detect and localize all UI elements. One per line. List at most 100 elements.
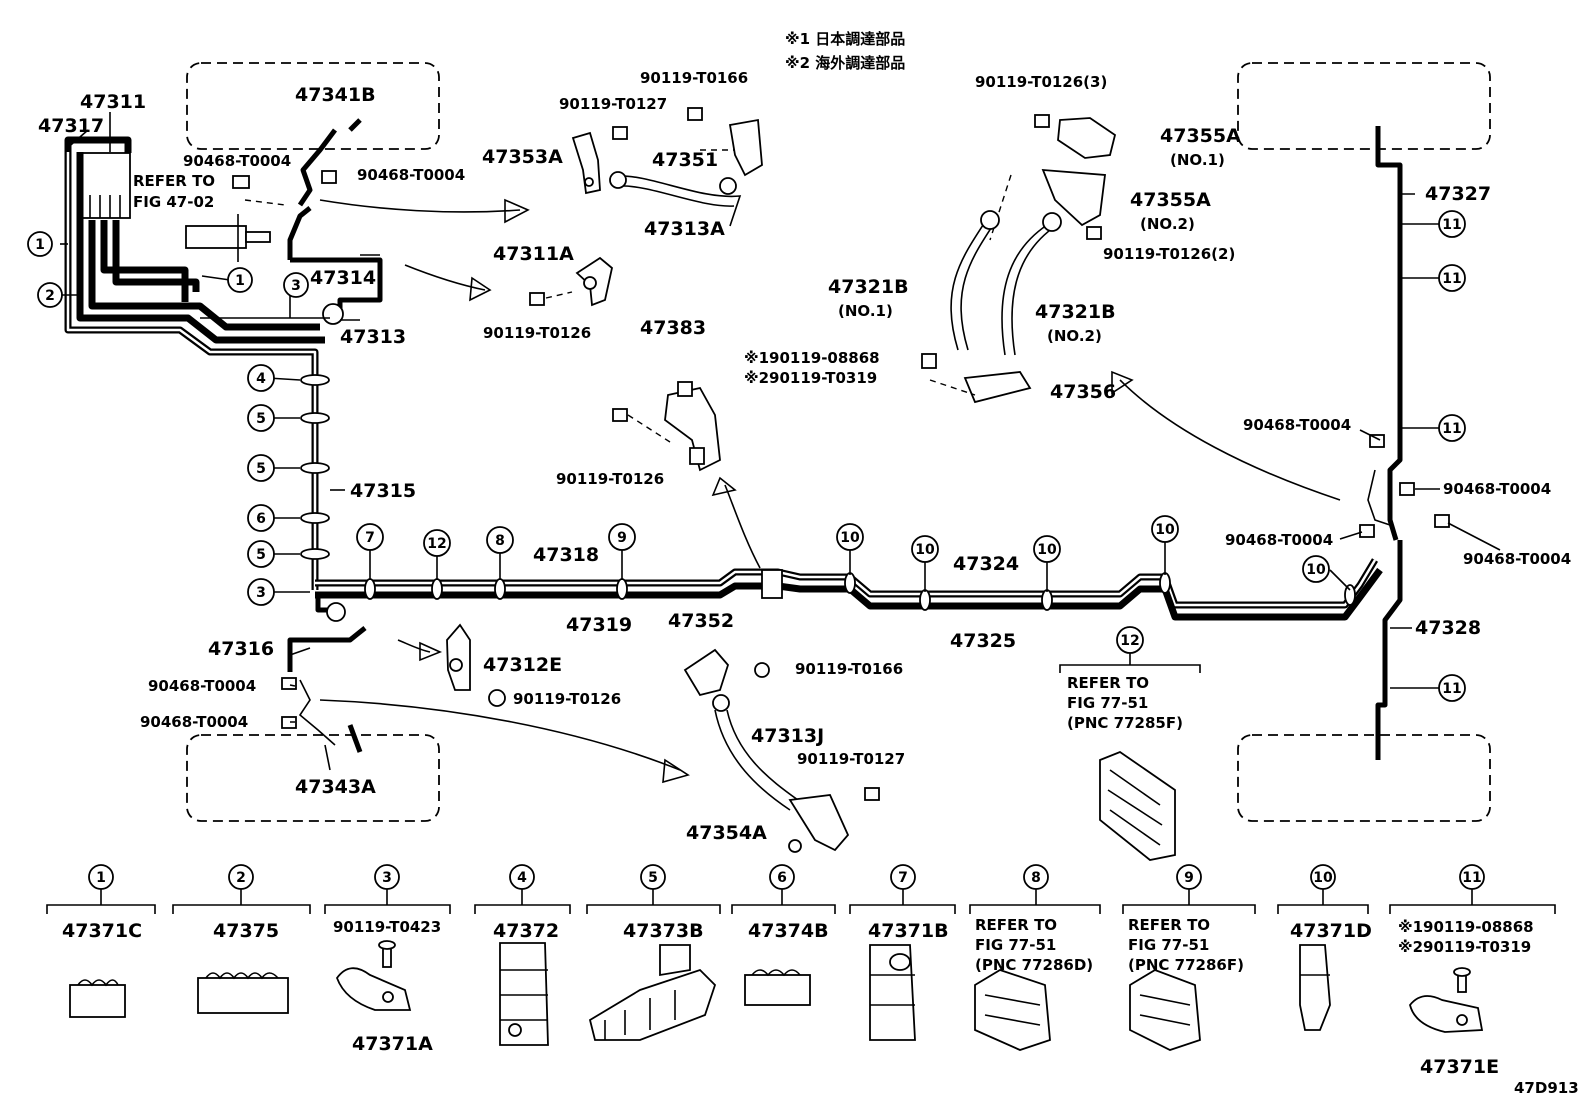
legend-label-47372: 47372 [493, 920, 559, 942]
bubble-4: 4 [247, 364, 275, 392]
bubble-3b: 3 [247, 578, 275, 606]
label-47356: 47356 [1050, 381, 1116, 403]
legend-label-47371B: 47371B [868, 920, 949, 942]
label-47313J: 47313J [751, 725, 824, 747]
label-47319: 47319 [566, 614, 632, 636]
svg-text:11: 11 [1442, 217, 1461, 233]
label-90119-T0126-a: 90119-T0126 [483, 324, 591, 342]
label-47312E: 47312E [483, 654, 562, 676]
legend-label-47373B: 47373B [623, 920, 704, 942]
svg-text:7: 7 [365, 530, 375, 546]
legend-clamp-47371E [1409, 967, 1484, 1033]
label-47355A-2: 47355A [1130, 189, 1211, 211]
part-labels: ※1 日本調達部品 ※2 海外調達部品 47311 47317 47341B R… [38, 30, 1579, 1097]
legend-clip-77286D [974, 969, 1051, 1051]
legend-clip-47371B [869, 944, 916, 1041]
front-left-wheel-box [186, 62, 440, 150]
bubble-5b: 5 [247, 454, 275, 482]
bubble-10c: 10 [1033, 535, 1061, 563]
rear-bracket-group [446, 623, 880, 853]
bubble-10b: 10 [911, 535, 939, 563]
legend-clip-47373B [588, 944, 717, 1041]
legend-brackets [46, 652, 1556, 914]
legend-label-47374B: 47374B [748, 920, 829, 942]
label-47321B-1: 47321B [828, 276, 909, 298]
svg-text:1: 1 [96, 870, 106, 886]
master-cylinder-assembly [79, 152, 271, 262]
label-47311A: 47311A [493, 243, 574, 265]
bubble-11c: 11 [1438, 414, 1466, 442]
bubble-3a: 3 [283, 272, 309, 298]
clips-on-right-lines [1359, 434, 1450, 538]
svg-text:9: 9 [617, 530, 627, 546]
bubble-10a: 10 [836, 523, 864, 551]
rear-flex-hoses [921, 114, 1117, 404]
direction-arrows [319, 198, 1341, 784]
legend-parts [69, 940, 1484, 1051]
svg-text:9: 9 [1184, 870, 1194, 886]
svg-text:10: 10 [840, 530, 860, 546]
label-pnc-77285F: (PNC 77285F) [1067, 714, 1183, 732]
legend-bubble-6: 6 [769, 864, 795, 890]
legend-bubble-11: 11 [1459, 864, 1485, 890]
label-47355A-1: 47355A [1160, 125, 1241, 147]
svg-text:10: 10 [1313, 870, 1333, 886]
figure-code: 47D913 [1514, 1079, 1579, 1097]
label-fig-47-02: FIG 47-02 [133, 193, 214, 211]
svg-text:10: 10 [1037, 542, 1057, 558]
svg-text:2: 2 [236, 870, 246, 886]
note-japan-sourced: ※1 日本調達部品 [785, 30, 905, 48]
label-47353A: 47353A [482, 146, 563, 168]
legend-labels: 47371C 47375 90119-T0423 47371A 47372 47… [62, 916, 1534, 1078]
legend-11-part-1: ※190119-08868 [1398, 918, 1534, 936]
svg-text:3: 3 [382, 870, 392, 886]
svg-text:11: 11 [1442, 271, 1461, 287]
label-90119-T0127-b: 90119-T0127 [797, 750, 905, 768]
bubble-2: 2 [37, 282, 63, 308]
legend-bubble-5: 5 [640, 864, 666, 890]
bubble-5c: 5 [247, 540, 275, 568]
main-brake-lines [287, 558, 1383, 672]
label-47317: 47317 [38, 115, 104, 137]
label-47352: 47352 [668, 610, 734, 632]
legend-label-90119-T0423: 90119-T0423 [333, 918, 441, 936]
legend-bubble-2: 2 [228, 864, 254, 890]
label-47313: 47313 [340, 326, 406, 348]
legend-8-fig: FIG 77-51 [975, 936, 1056, 954]
legend-label-47371D: 47371D [1290, 920, 1372, 942]
svg-text:10: 10 [1155, 522, 1175, 538]
label-90119-T0127-a: 90119-T0127 [559, 95, 667, 113]
svg-text:4: 4 [256, 371, 266, 387]
label-47343A: 47343A [295, 776, 376, 798]
front-right-wheel-box [1237, 62, 1491, 150]
svg-text:1: 1 [235, 273, 245, 289]
legend-9-pnc: (PNC 77286F) [1128, 956, 1244, 974]
legend-clip-77286F [1129, 969, 1201, 1051]
label-no1-b: (NO.1) [838, 302, 893, 320]
svg-text:11: 11 [1462, 870, 1481, 886]
label-47315: 47315 [350, 480, 416, 502]
label-90119-T0126-c: 90119-T0126 [513, 690, 621, 708]
front-left-hose [232, 118, 362, 207]
bracket-47383 [612, 381, 721, 472]
bubble-1a: 1 [27, 231, 53, 257]
svg-text:5: 5 [256, 547, 266, 563]
rear-left-hose [281, 677, 363, 753]
svg-text:11: 11 [1442, 421, 1461, 437]
label-no1-a: (NO.1) [1170, 151, 1225, 169]
svg-text:4: 4 [517, 870, 527, 886]
label-90468-T0004-f: 90468-T0004 [1463, 550, 1571, 568]
legend-bubble-1: 1 [88, 864, 114, 890]
label-90468-T0004-g: 90468-T0004 [148, 677, 256, 695]
label-47341B: 47341B [295, 84, 376, 106]
svg-text:2: 2 [45, 288, 55, 304]
label-47327: 47327 [1425, 183, 1491, 205]
label-47314: 47314 [310, 267, 376, 289]
legend-clip-47374B [744, 974, 811, 1006]
pipe-clamps [300, 374, 1356, 611]
label-47351: 47351 [652, 149, 718, 171]
label-90119-T0319: ※290119-T0319 [744, 369, 877, 387]
legend-label-47375: 47375 [213, 920, 279, 942]
rear-right-wheel-box [1237, 734, 1491, 822]
